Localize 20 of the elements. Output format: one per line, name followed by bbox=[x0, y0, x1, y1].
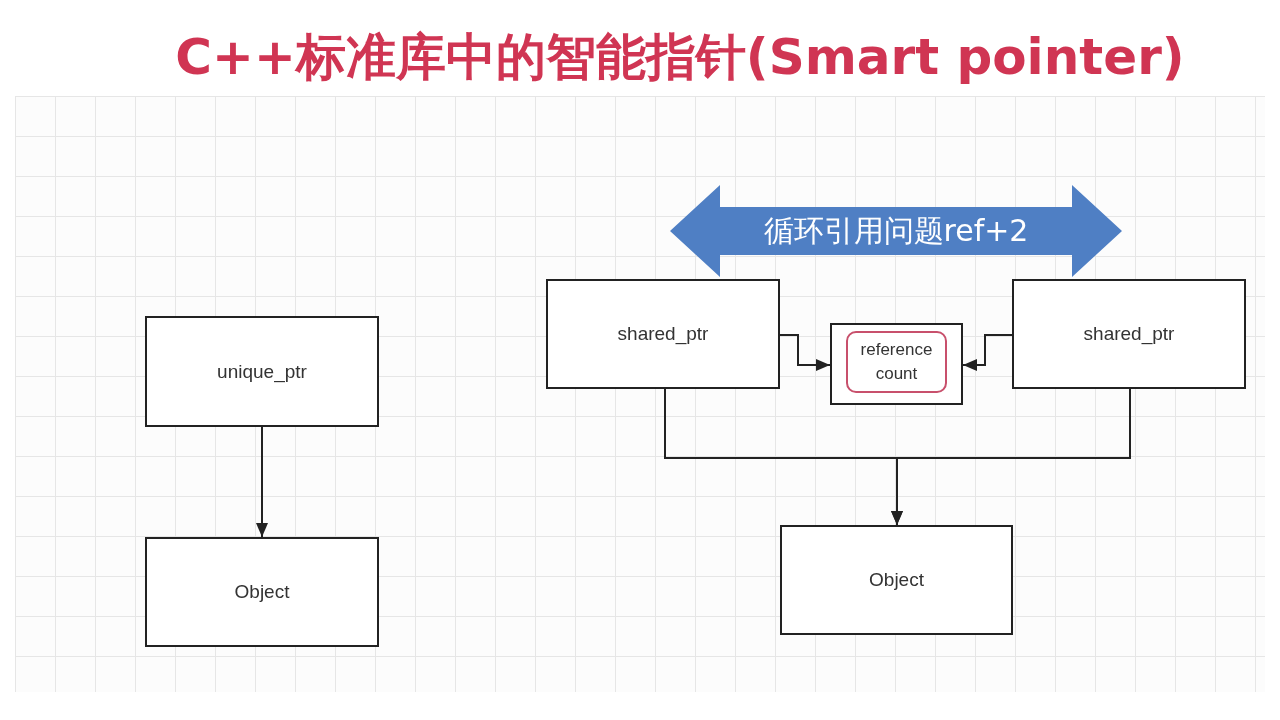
container-box bbox=[830, 323, 963, 405]
node-label: shared_ptr bbox=[1083, 322, 1175, 346]
rounded-box bbox=[846, 331, 947, 393]
node-label: shared_ptr bbox=[617, 322, 709, 346]
node-label: Object bbox=[869, 568, 924, 592]
node-label: reference count bbox=[859, 339, 934, 385]
node-label: Object bbox=[234, 580, 290, 604]
arrow bbox=[891, 388, 1131, 526]
node-label: unique_ptr bbox=[217, 359, 307, 384]
arrow bbox=[962, 334, 1013, 371]
title: C++标准库中的智能指针(Smart pointer) bbox=[174, 27, 1186, 88]
arrow bbox=[779, 334, 831, 371]
process-box bbox=[145, 537, 379, 647]
process-box bbox=[145, 316, 379, 427]
process-box bbox=[546, 279, 780, 389]
arrow bbox=[256, 426, 268, 538]
process-box bbox=[780, 525, 1013, 635]
double-arrow-shape bbox=[670, 185, 1122, 277]
process-box bbox=[1012, 279, 1246, 389]
node-label: 循环引用问题ref+2 bbox=[763, 216, 1029, 246]
